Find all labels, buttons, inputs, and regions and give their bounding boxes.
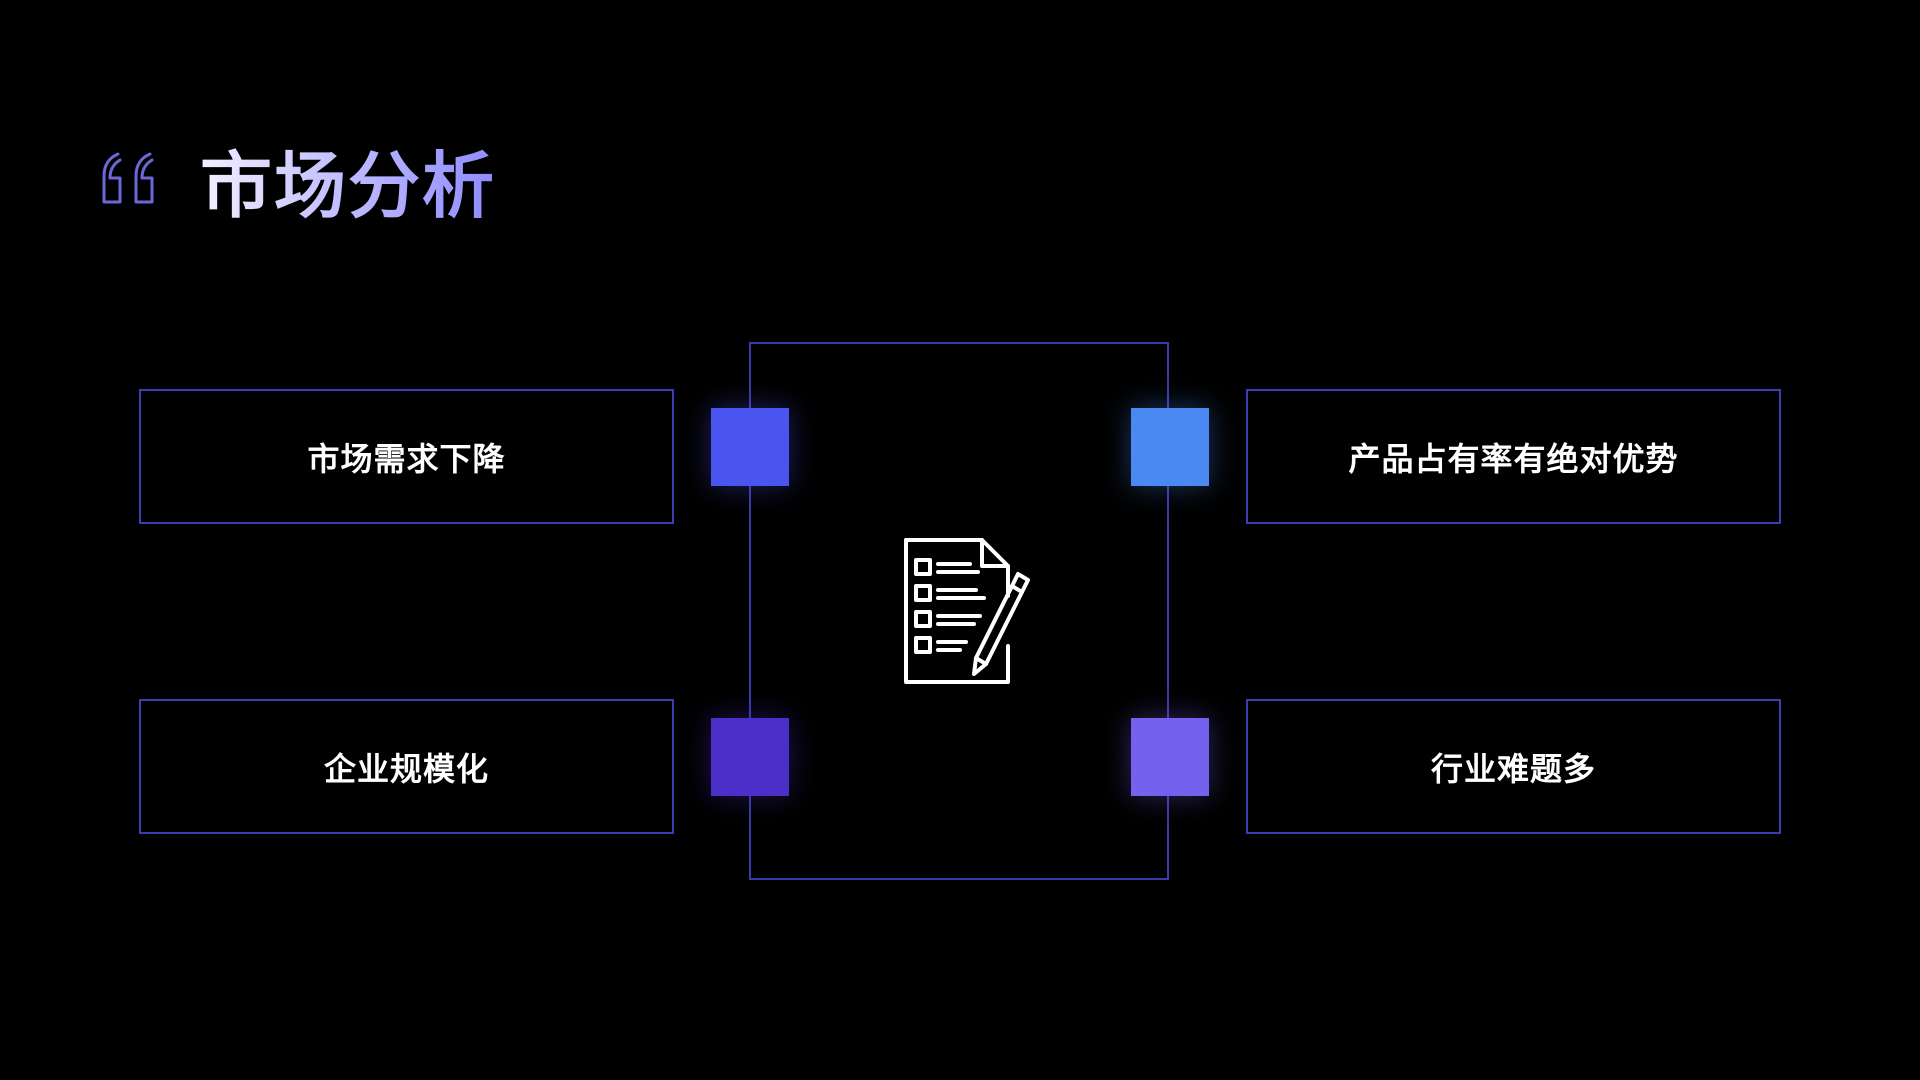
page-title: 市场分析 bbox=[200, 136, 496, 236]
card-enterprise-scale: 企业规模化 bbox=[139, 699, 674, 834]
card-market-demand-decline: 市场需求下降 bbox=[139, 389, 674, 524]
document-checklist-pencil-icon bbox=[904, 538, 1030, 684]
connector-square-top-left bbox=[711, 408, 789, 486]
connector-square-bottom-left bbox=[711, 718, 789, 796]
card-label: 行业难题多 bbox=[1430, 749, 1596, 788]
quote-mark-icon bbox=[102, 152, 154, 204]
card-label: 企业规模化 bbox=[323, 749, 489, 788]
connector-square-top-right bbox=[1131, 408, 1209, 486]
card-industry-challenges: 行业难题多 bbox=[1246, 699, 1781, 834]
center-frame bbox=[749, 342, 1169, 880]
card-label: 产品占有率有绝对优势 bbox=[1348, 439, 1679, 478]
connector-square-bottom-right bbox=[1131, 718, 1209, 796]
card-market-share-advantage: 产品占有率有绝对优势 bbox=[1246, 389, 1781, 524]
card-label: 市场需求下降 bbox=[307, 439, 506, 478]
